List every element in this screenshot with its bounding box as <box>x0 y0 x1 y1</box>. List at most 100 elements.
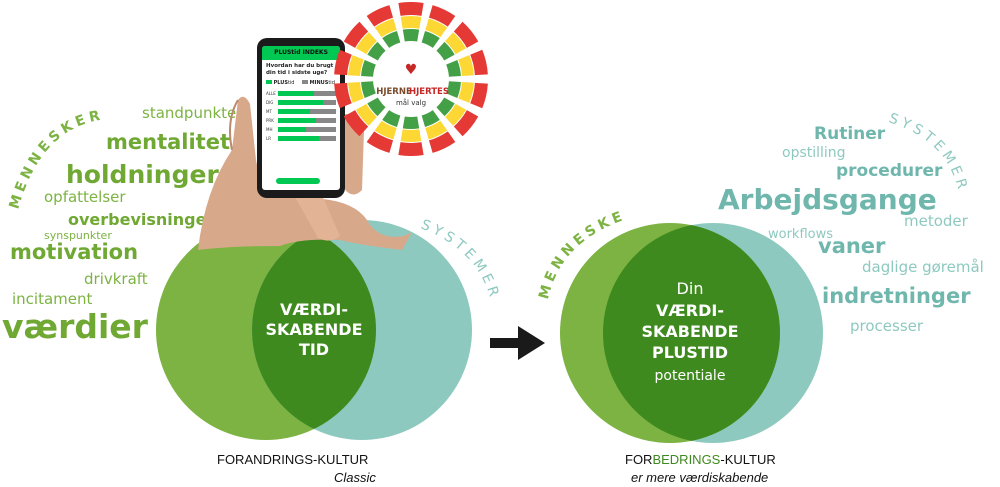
word-vaerdier: værdier <box>2 307 148 346</box>
target-segment <box>436 41 455 61</box>
target-segment <box>355 32 377 55</box>
target-segment <box>348 55 364 76</box>
word-procedurer: procedurer <box>836 161 943 181</box>
phone-bar-label: PRK <box>266 118 274 123</box>
phone-bar-row: LR <box>266 134 336 143</box>
target-segment <box>355 103 377 126</box>
target-segment <box>366 5 394 27</box>
phone-bar-label: DIG <box>266 100 274 105</box>
target-segment <box>382 31 401 48</box>
word-indretninger: indretninger <box>822 284 971 308</box>
phone-screen: PLUStid INDEKS Hvordan har du brugt din … <box>262 46 340 190</box>
phone-bar-label: MT <box>266 109 272 114</box>
phone-bar <box>278 109 336 114</box>
phone-bar <box>278 118 336 123</box>
phone-footer-bar[interactable] <box>276 178 320 184</box>
target-segment <box>402 116 420 129</box>
target-segment <box>343 21 369 48</box>
target-segment <box>445 32 467 55</box>
word-workflows: workflows <box>768 227 834 242</box>
right-center-label: Din VÆRDI- SKABENDE PLUSTID potentiale <box>641 279 739 384</box>
phone-bar-label: MH <box>266 127 273 132</box>
phone-header: PLUStid INDEKS <box>262 46 340 60</box>
phone-bar-row: ALLE <box>266 89 336 98</box>
word-drivkraft: drivkraft <box>84 270 148 288</box>
phone-bar-row: DIG <box>266 98 336 107</box>
badge-brain-heart-icon: ♥ <box>405 62 418 78</box>
target-segment <box>367 41 386 61</box>
target-segment <box>425 120 448 140</box>
target-segment <box>374 120 397 140</box>
target-segment <box>470 82 488 109</box>
left-center-label: VÆRDI- SKABENDE TID <box>265 300 363 359</box>
target-segment <box>361 60 376 77</box>
phone-bar-row: MH <box>266 125 336 134</box>
badge-line1: HJERNE <box>376 87 412 97</box>
target-segment <box>446 60 461 77</box>
left-caption-subtitle: Classic <box>334 470 376 485</box>
target-segment <box>421 31 440 48</box>
target-segment <box>470 49 488 76</box>
target-segment <box>453 110 479 137</box>
phone-question: Hvordan har du brugt din tid i sidste ug… <box>266 63 334 76</box>
target-segment <box>446 81 461 98</box>
phone: PLUStid INDEKS Hvordan har du brugt din … <box>257 38 345 198</box>
target-segment <box>453 21 479 48</box>
phone-bar-list: ALLE DIG MT PRK MH LR <box>262 86 340 143</box>
phone-bar-label: ALLE <box>266 91 276 96</box>
word-mentalitet: mentalitet <box>106 130 231 154</box>
target-segment <box>421 110 440 127</box>
overlap-left <box>252 220 376 440</box>
left-caption-title: FORANDRINGS-KULTUR <box>217 452 369 467</box>
phone-legend: PLUStid MINUStid <box>262 80 340 86</box>
target-segment <box>428 131 456 153</box>
word-motivation: motivation <box>10 240 139 264</box>
target-segment <box>374 18 397 38</box>
target-segment <box>398 142 424 156</box>
word-rutiner: Rutiner <box>814 124 886 144</box>
target-segment <box>334 49 352 76</box>
word-arbejdsgange: Arbejdsgange <box>718 183 937 216</box>
word-daglige-goremal: daglige gøremål <box>862 258 984 276</box>
target-segment <box>428 5 456 27</box>
target-segment <box>348 82 364 103</box>
target-segment <box>425 18 448 38</box>
target-segment <box>343 110 369 137</box>
word-processer: processer <box>850 317 924 335</box>
phone-bar-row: PRK <box>266 116 336 125</box>
target-segment <box>366 131 394 153</box>
target-segment <box>445 103 467 126</box>
word-metoder: metoder <box>904 212 968 230</box>
right-caption-title: FORBEDRINGS-KULTUR <box>625 452 776 467</box>
target-segment <box>402 29 420 42</box>
badge-line2: HJERTES <box>409 87 449 97</box>
target-segment <box>334 82 352 109</box>
badge-line3: mål valg <box>396 98 426 107</box>
word-standpunkter: standpunkter <box>142 104 243 122</box>
phone-bar-label: LR <box>266 136 272 141</box>
word-incitament: incitament <box>12 290 93 308</box>
target-segment <box>367 97 386 117</box>
phone-bar <box>278 100 336 105</box>
word-opfattelser: opfattelser <box>44 188 126 206</box>
word-holdninger: holdninger <box>66 160 219 189</box>
phone-bar <box>278 136 336 141</box>
word-vaner: vaner <box>818 234 886 258</box>
phone-bar-row: MT <box>266 107 336 116</box>
target-segment <box>398 2 424 16</box>
target-badge: ♥ HJERNE HJERTES mål valg <box>334 2 488 156</box>
phone-bar <box>278 91 336 96</box>
target-segment <box>400 129 422 142</box>
target-segment <box>400 16 422 29</box>
target-segment <box>458 82 474 103</box>
target-segment <box>436 97 455 117</box>
right-caption-subtitle: er mere værdiskabende <box>631 470 769 485</box>
target-segment <box>361 81 376 98</box>
target-segment <box>382 110 401 127</box>
word-overbevisninger: overbevisninger <box>68 210 215 229</box>
word-opstilling: opstilling <box>782 145 846 161</box>
word-synspunkter: synspunkter <box>44 229 112 242</box>
target-segment <box>458 55 474 76</box>
